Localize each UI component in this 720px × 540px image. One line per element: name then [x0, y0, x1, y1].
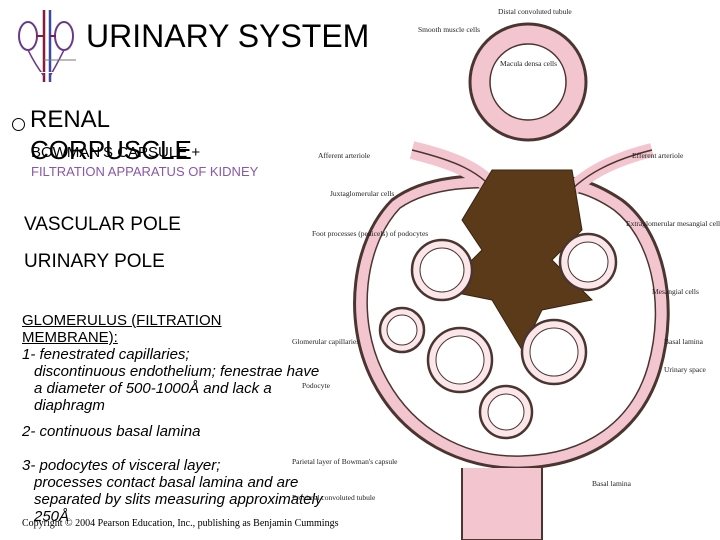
label-distal-tubule: Distal convoluted tubule	[498, 7, 572, 16]
kidney-vasculature-icon	[18, 10, 76, 82]
renal-corpuscle-diagram: Distal convoluted tubule Smooth muscle c…	[292, 7, 720, 540]
section-heading-renal: RENAL	[30, 106, 111, 133]
label-juxtaglomerular: Juxtaglomerular cells	[330, 189, 394, 198]
urinary-pole-label: URINARY POLE	[24, 251, 165, 272]
label-basal-lamina: Basal lamina	[664, 337, 704, 346]
copyright-notice: Copyright © 2004 Pearson Education, Inc.…	[22, 518, 339, 529]
glomerulus-heading: GLOMERULUS (FILTRATION MEMBRANE):	[22, 312, 222, 346]
label-extraglomerular: Extraglomerular mesangial cells	[626, 219, 720, 228]
label-foot-processes: Foot processes (pedicels) of podocytes	[312, 229, 428, 238]
vascular-pole-label: VASCULAR POLE	[24, 214, 181, 235]
proximal-tubule	[461, 468, 543, 540]
label-urinary-space: Urinary space	[664, 365, 707, 374]
list-item-podocytes-detail: processes contact basal lamina and are s…	[34, 474, 323, 525]
label-proximal-tubule: Proximal convoluted tubule	[292, 493, 376, 502]
label-efferent: Efferent arteriole	[632, 151, 684, 160]
label-afferent: Afferent arteriole	[318, 151, 371, 160]
label-macula-densa: Macula densa cells	[500, 59, 557, 68]
list-item-podocytes: 3- podocytes of visceral layer;	[22, 457, 221, 474]
label-glomerular-capillaries: Glomerular capillaries	[292, 337, 359, 346]
bowman-capsule-text: BOWMAN'S CAPSULE +	[31, 144, 201, 161]
list-item-capillaries-detail: discontinuous endothelium; fenestrae hav…	[34, 363, 320, 414]
page-title: URINARY SYSTEM	[86, 18, 370, 54]
title-divider	[0, 72, 720, 73]
label-parietal-layer: Parietal layer of Bowman's capsule	[292, 457, 398, 466]
filtration-apparatus-text: FILTRATION APPARATUS OF KIDNEY	[31, 164, 259, 179]
bullet-icon	[12, 118, 25, 131]
label-podocyte: Podocyte	[302, 381, 331, 390]
label-basal-lamina-2: Basal lamina	[592, 479, 632, 488]
label-mesangial: Mesangial cells	[652, 287, 699, 296]
label-smooth-muscle: Smooth muscle cells	[418, 25, 480, 34]
list-item-capillaries: 1- fenestrated capillaries;	[22, 346, 190, 363]
section-heading-corpuscle: CORPUSCLE	[30, 135, 192, 165]
list-item-basal-lamina: 2- continuous basal lamina	[22, 423, 201, 440]
